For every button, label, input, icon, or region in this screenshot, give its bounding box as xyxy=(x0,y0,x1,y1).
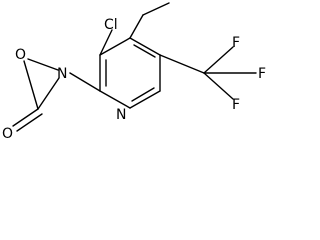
ring-bond-n1-c2 xyxy=(99,90,131,109)
oxaziridine-bond-c-o xyxy=(23,60,39,110)
oxaziridine-bond-o-n xyxy=(27,58,59,71)
ring-nitrogen-label: N xyxy=(116,107,126,123)
fluorine-bottom-label-mask xyxy=(230,96,244,112)
carbonyl-bond-1 xyxy=(12,108,39,127)
oxaziridine-oxygen-label: O xyxy=(15,47,26,63)
cf3-bond-top xyxy=(203,46,234,74)
ring-bond-c3-c4 xyxy=(99,37,131,56)
structure-svg: Cl N N O O F F F xyxy=(0,2,270,141)
structure-diagram: Cl N N O O F F F xyxy=(0,0,270,141)
fluorine-top-label-mask xyxy=(230,34,244,50)
carbonyl-bond-2 xyxy=(16,113,43,132)
ring-to-nitrogen-bond xyxy=(69,72,101,92)
ring-inner-double-bond-bottom xyxy=(131,87,155,102)
carbonyl-oxygen-label: O xyxy=(2,126,13,141)
fluorine-right-label: F xyxy=(258,66,266,82)
ring-inner-double-bond-top xyxy=(133,44,156,58)
oxaziridine-bond-n-c xyxy=(37,77,60,110)
cf3-bond-to-ring xyxy=(159,54,205,74)
chlorine-label: Cl xyxy=(104,17,118,33)
chlorine-label-mask xyxy=(102,14,126,32)
fluorine-bottom-label: F xyxy=(232,97,240,113)
ring-nitrogen-label-mask xyxy=(115,106,131,122)
oxaziridine-nitrogen-label: N xyxy=(57,66,67,82)
fluorine-right-label-mask xyxy=(256,64,270,80)
cf3-bond-bottom xyxy=(203,72,234,100)
chlorine-bond xyxy=(99,29,113,56)
ethyl-bond-2 xyxy=(142,2,170,16)
oxaziridine-nitrogen-label-mask xyxy=(55,64,71,80)
fluorine-top-label: F xyxy=(232,35,240,51)
oxaziridine-oxygen-label-mask xyxy=(14,45,30,61)
carbonyl-oxygen-label-mask xyxy=(0,124,16,140)
ring-bond-c4-c5 xyxy=(129,37,161,56)
ethyl-bond-1 xyxy=(129,14,144,39)
ring-bond-c6-n1 xyxy=(129,90,161,109)
